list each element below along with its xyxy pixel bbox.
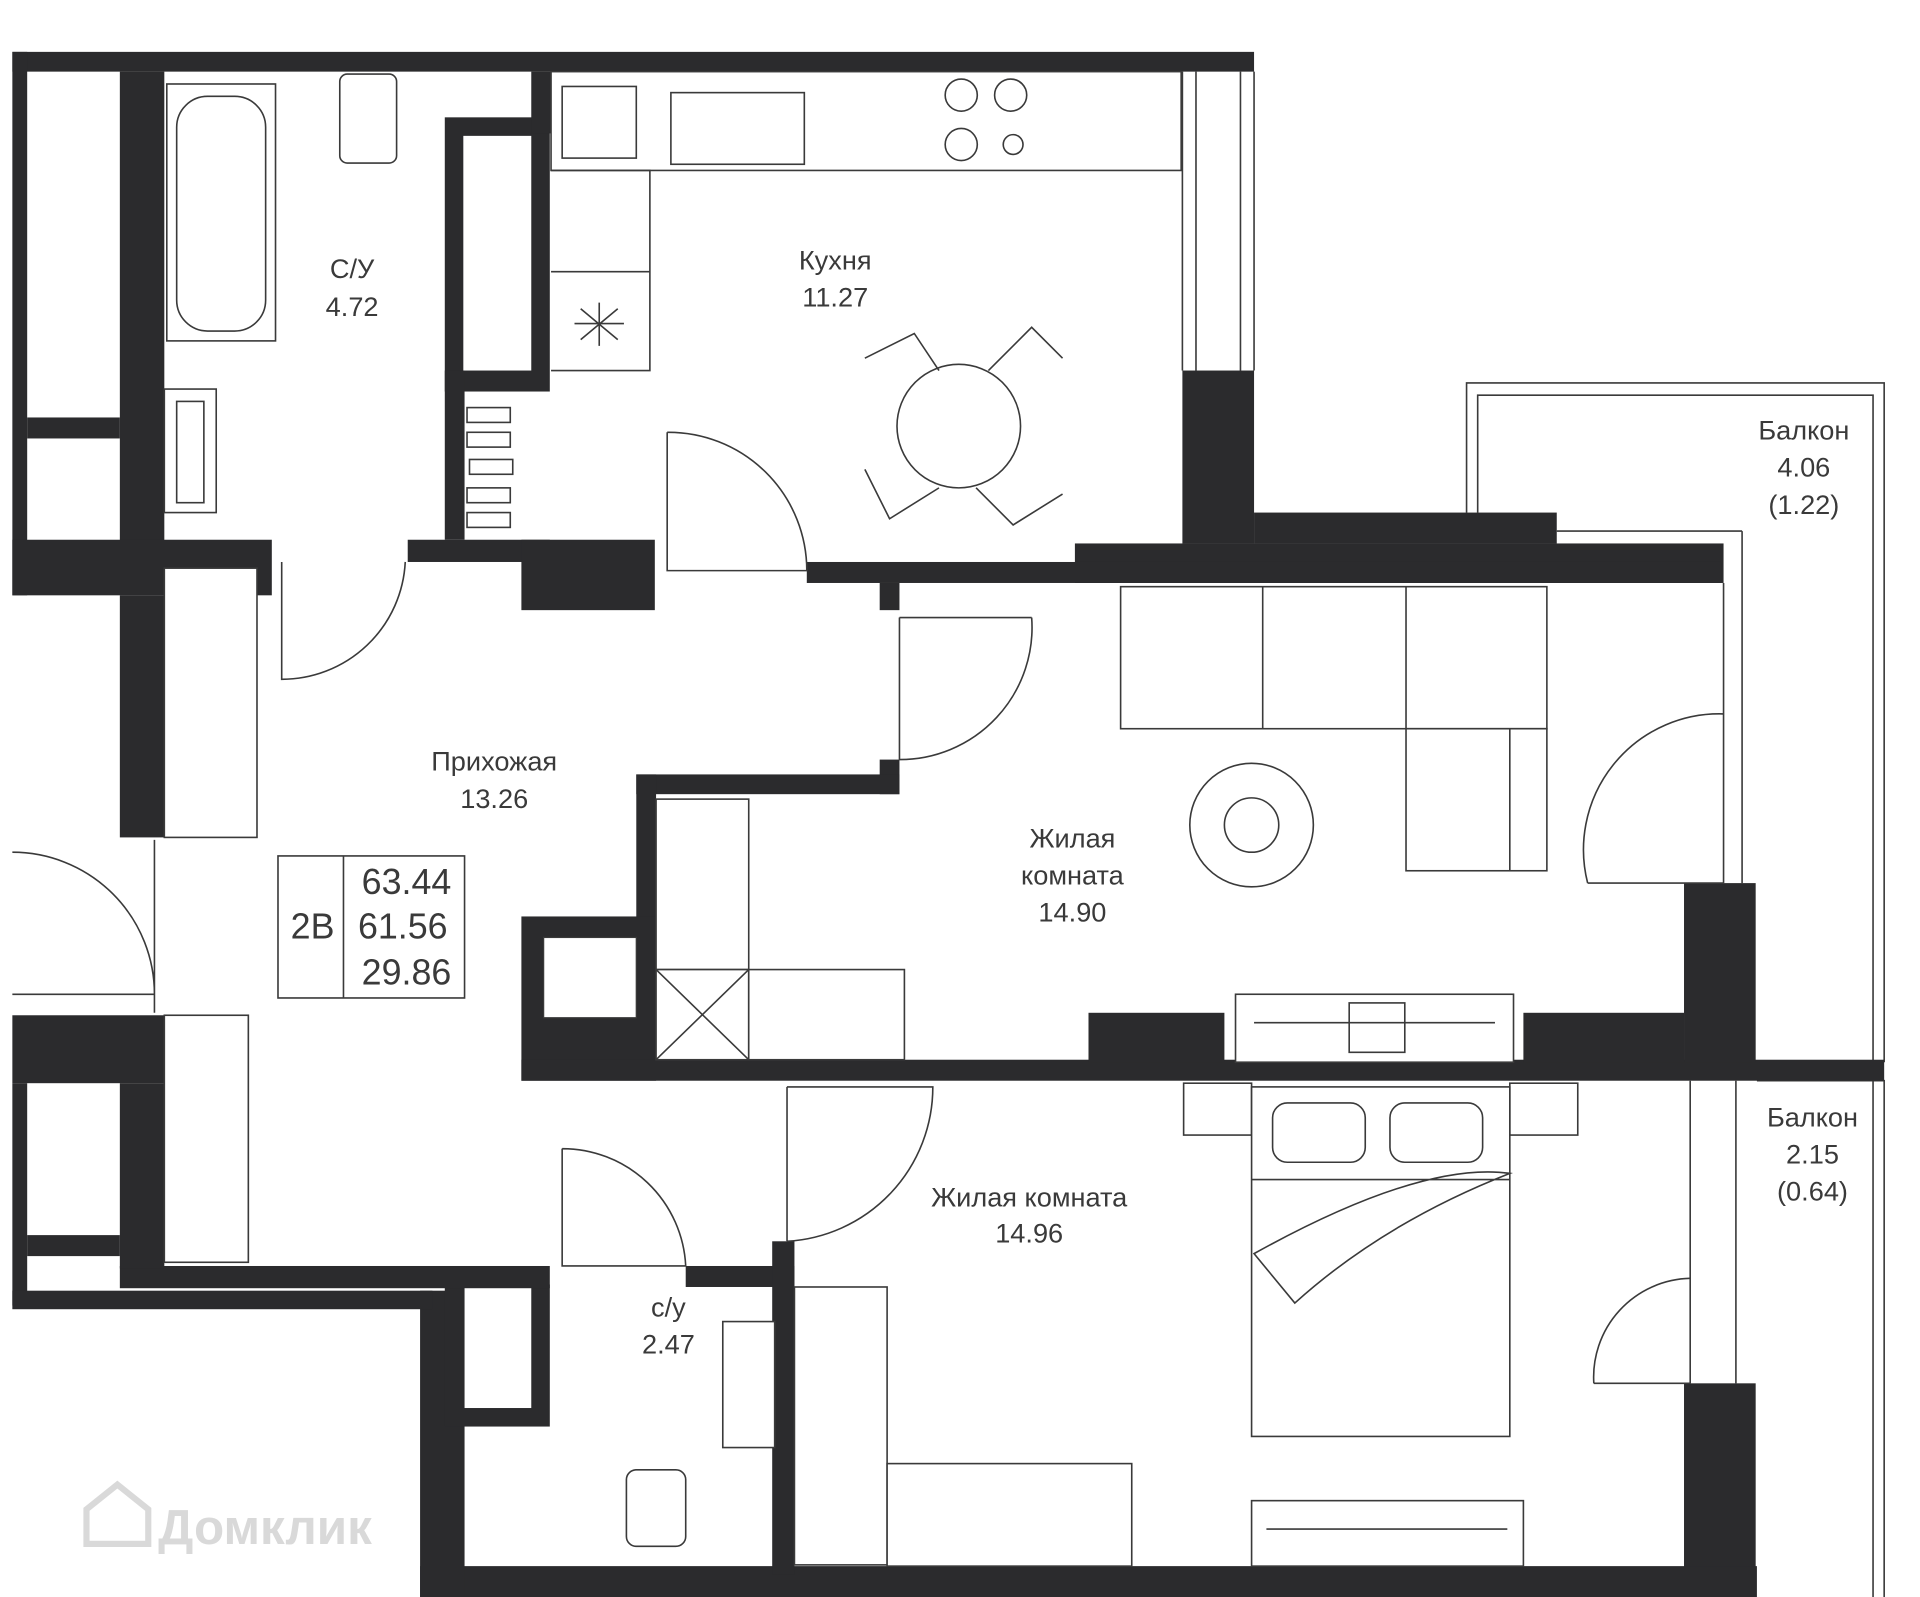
wardrobe [163, 567, 258, 839]
desk [886, 1462, 1133, 1567]
balcony2-name: Балкон [1767, 1101, 1858, 1132]
kitchen-area: 11.27 [802, 281, 868, 312]
room-labels: С/У 4.72 Кухня 11.27 Балкон 4.06 (1.22) … [326, 244, 1858, 1359]
total-area: 63.44 [362, 862, 452, 902]
balcony1-reduced-area: (1.22) [1768, 489, 1839, 520]
dining-table [896, 363, 1022, 489]
bathroom-name: С/У [330, 253, 375, 284]
watermark: Домклик [83, 1480, 372, 1555]
balcony1-area: 4.06 [1777, 452, 1830, 483]
toilet [625, 1468, 687, 1548]
doors [12, 431, 1724, 1385]
living1-area: 14.90 [1038, 896, 1106, 927]
kitchen-counter [550, 70, 1182, 172]
balcony1-name: Балкон [1758, 415, 1849, 446]
watermark-text: Домклик [158, 1500, 372, 1555]
tv-stand [1234, 993, 1515, 1063]
walls [12, 51, 1885, 1597]
wc-name: с/у [651, 1292, 686, 1323]
living2-name: Жилая комната [931, 1182, 1128, 1213]
wardrobe [163, 1014, 250, 1264]
windows [1181, 71, 1743, 1384]
coffee-table [1189, 762, 1315, 888]
furniture [163, 70, 1579, 1567]
apartment-type: 2В [291, 907, 335, 947]
toilet [338, 73, 398, 164]
wardrobe [793, 1286, 888, 1566]
wc-area: 2.47 [642, 1329, 695, 1360]
apartment-summary: 2В 63.44 61.56 29.86 [277, 855, 466, 999]
living-area: 29.86 [362, 952, 452, 992]
living2-area: 14.96 [995, 1218, 1063, 1249]
home-logo-icon [83, 1480, 152, 1547]
living1-name-2: комната [1021, 859, 1125, 890]
kitchen-name: Кухня [799, 244, 872, 275]
balcony2-area: 2.15 [1786, 1138, 1839, 1169]
hallway-name: Прихожая [431, 746, 557, 777]
sofa [1119, 585, 1548, 730]
bathroom-area: 4.72 [326, 291, 379, 322]
balcony2-reduced-area: (0.64) [1777, 1176, 1848, 1207]
living1-name: Жилая [1029, 822, 1115, 853]
hallway-area: 13.26 [460, 783, 528, 814]
area-without-balcony: 61.56 [358, 907, 448, 947]
